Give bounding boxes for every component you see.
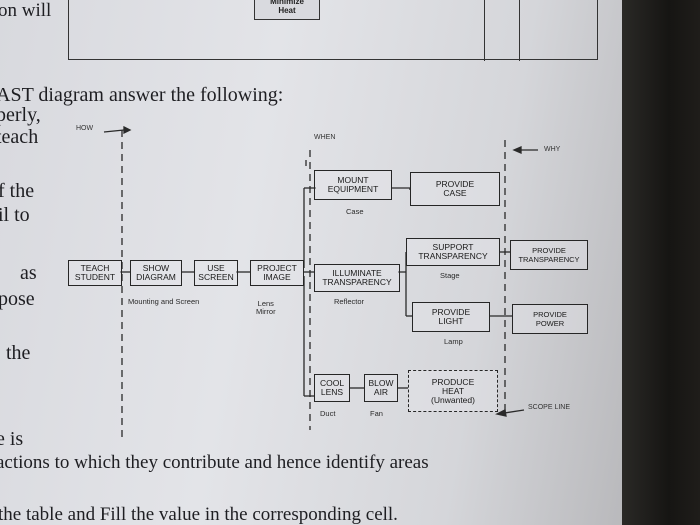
box-provide-transparency: PROVIDE TRANSPARENCY [510, 240, 588, 270]
box-text: ILLUMINATE TRANSPARENCY [322, 268, 392, 287]
left-fragment: il to [0, 204, 30, 226]
fast-diagram-lines [103, 125, 538, 440]
box-text: COOL LENS [319, 378, 345, 397]
box-text: BLOW AIR [368, 378, 394, 397]
left-fragment: as [20, 262, 37, 284]
box-provide-light: PROVIDE LIGHT [412, 302, 490, 332]
scope-line-label: SCOPE LINE [528, 404, 571, 411]
box-text: PROVIDE TRANSPARENCY [518, 246, 580, 264]
label-case: Case [346, 207, 364, 216]
label-mounting-and-screen: Mounting and Screen [128, 297, 200, 306]
box-text: TEACH STUDENT [74, 263, 116, 282]
left-fragment: pose [0, 288, 35, 310]
box-illuminate-transparency: ILLUMINATE TRANSPARENCY [314, 264, 400, 292]
question-heading: AST diagram answer the following: [0, 84, 284, 106]
box-teach-student: TEACH STUDENT [68, 260, 122, 286]
box-text: PROVIDE POWER [533, 310, 567, 328]
top-table [68, 0, 598, 61]
table-divider [484, 0, 485, 61]
left-fragment: teach [0, 126, 39, 148]
left-fragment: f the [0, 180, 35, 202]
bottom-line-1: actions to which they contribute and hen… [0, 452, 429, 473]
box-text: SUPPORT TRANSPARENCY [418, 242, 488, 261]
label-lamp: Lamp [444, 337, 463, 346]
box-project-image: PROJECT IMAGE [250, 260, 304, 286]
how-arrow-line [103, 129, 125, 133]
box-text: PRODUCE HEAT (Unwanted) [431, 376, 475, 405]
box-mount-equipment: MOUNT EQUIPMENT [314, 170, 392, 200]
left-fragment: e is [0, 428, 24, 450]
box-text: USE SCREEN [198, 263, 234, 282]
box-provide-power: PROVIDE POWER [512, 304, 588, 334]
when-label: WHEN [314, 134, 336, 141]
how-arrow-head [123, 125, 132, 135]
box-use-screen: USE SCREEN [194, 260, 238, 286]
box-produce-heat: PRODUCE HEAT (Unwanted) [408, 370, 498, 412]
minimize-heat-text: Minimize Heat [270, 0, 304, 15]
background-edge [622, 0, 700, 525]
label-lens-mirror: Lens Mirror [256, 299, 276, 316]
box-text: MOUNT EQUIPMENT [327, 175, 379, 194]
document-page: Minimize Heat on will AST diagram answer… [0, 0, 622, 525]
label-reflector: Reflector [334, 297, 365, 306]
label-fan: Fan [370, 409, 383, 418]
box-blow-air: BLOW AIR [364, 374, 398, 402]
box-text: PROVIDE LIGHT [431, 307, 471, 326]
left-fragment: perly, [0, 104, 41, 126]
scope-arrow-head [495, 409, 507, 417]
bottom-line-2: the table and Fill the value in the corr… [0, 504, 398, 525]
label-duct: Duct [320, 409, 336, 418]
box-provide-case: PROVIDE CASE [410, 172, 500, 206]
box-show-diagram: SHOW DIAGRAM [130, 260, 182, 286]
box-cool-lens: COOL LENS [314, 374, 350, 402]
how-label: HOW [76, 125, 94, 132]
label-stage: Stage [440, 271, 460, 280]
top-left-fragment: on will [0, 0, 52, 21]
why-label: WHY [544, 146, 561, 153]
minimize-heat-cell: Minimize Heat [254, 0, 320, 20]
left-fragment: the [6, 342, 31, 364]
box-support-transparency: SUPPORT TRANSPARENCY [406, 238, 500, 266]
why-arrow-head [512, 146, 522, 154]
box-text: PROVIDE CASE [435, 179, 475, 198]
table-divider [519, 0, 520, 61]
box-text: SHOW DIAGRAM [136, 263, 176, 282]
box-text: PROJECT IMAGE [257, 263, 297, 282]
